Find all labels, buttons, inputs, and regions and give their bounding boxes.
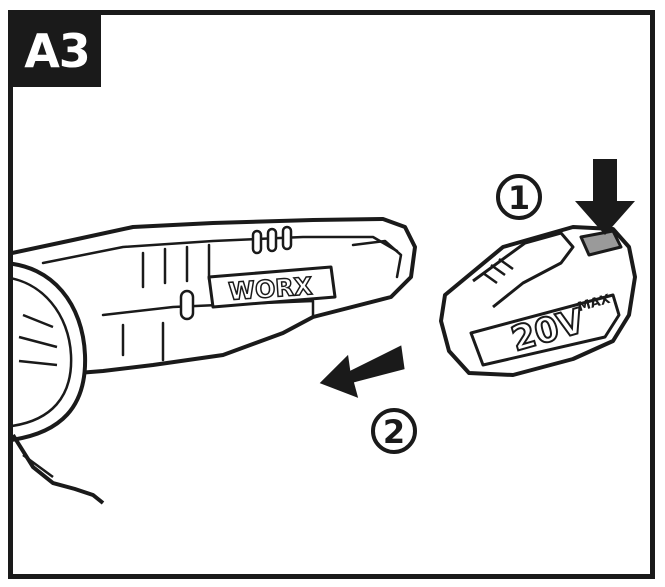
release-button: [579, 229, 623, 257]
illustration: WORX 20V MAX: [13, 159, 637, 505]
brand-logo: WORX: [228, 272, 314, 306]
blade-guard: [13, 261, 105, 505]
step2-marker: 2: [371, 408, 417, 454]
press-down-arrow-icon: [575, 159, 635, 235]
instruction-panel: A3 WORX: [8, 10, 655, 579]
slide-left-arrow-icon: [319, 345, 405, 398]
step1-marker: 1: [496, 174, 542, 220]
tool-body: [13, 217, 417, 379]
step-label: A3: [13, 15, 101, 87]
step2-number: 2: [383, 413, 405, 451]
step1-number: 1: [508, 179, 530, 217]
battery-pack: [439, 225, 637, 377]
